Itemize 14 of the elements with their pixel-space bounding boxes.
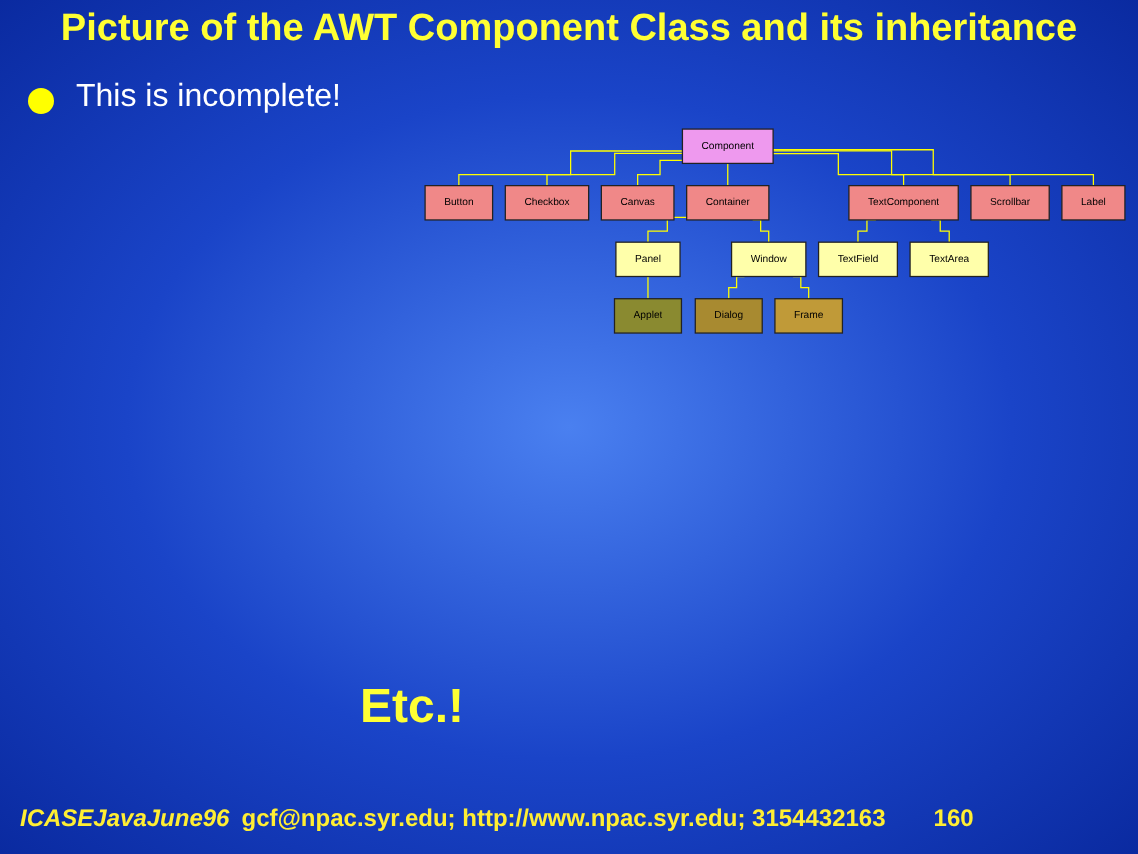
page-number: 160 [933, 804, 974, 832]
connector [772, 152, 905, 187]
note: This is incomplete! [76, 80, 341, 116]
connector [772, 150, 1011, 187]
connector [637, 159, 684, 187]
footer-text: gcf@npac.syr.edu; http://www.npac.syr.edu; 3154432163 [241, 804, 886, 832]
connector [727, 162, 729, 187]
connector [458, 150, 684, 187]
footer-text: ICASEJavaJune96 [20, 804, 230, 832]
connector [772, 149, 1095, 187]
title: Picture of the AWT Component Class and its inheritance [58, 8, 1080, 52]
connector [647, 275, 649, 300]
note: Etc.! [360, 680, 465, 736]
connector [546, 152, 684, 187]
